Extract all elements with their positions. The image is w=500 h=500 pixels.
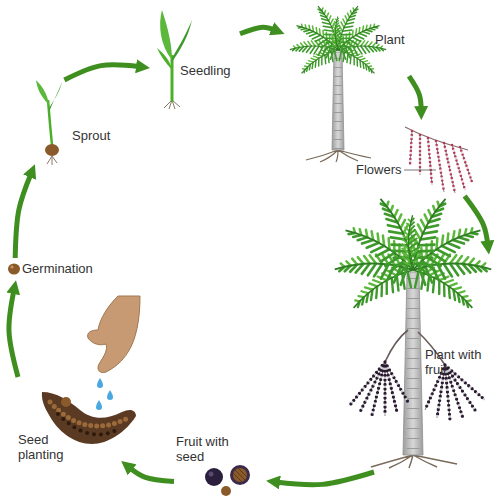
cycle-arrow [276,472,374,485]
stage-node: Seed planting [18,292,143,462]
stage-node: Sprout [30,80,116,164]
fruit-and-seed [205,465,250,496]
stage-label: Sprout [72,128,116,143]
cut-fruit [230,465,250,485]
roots [371,455,457,468]
flower-branches [410,131,472,193]
seed [45,144,59,156]
stage-node: Germination [6,258,98,280]
flower-cluster [404,127,472,193]
berry [205,468,223,486]
sprout-illustration [36,80,62,165]
stage-label: Germination [22,261,98,276]
connectors [9,27,488,485]
roots [47,156,57,165]
stage-node: Fruit with seed [174,432,266,498]
stage-label: Plant [375,32,409,47]
fruits [350,362,408,416]
stem [171,55,174,102]
leader-line [404,170,436,171]
leaf [157,48,172,70]
trunk-rings [407,278,420,455]
palm-crown [334,192,492,315]
stage-node: Flowers [352,120,480,196]
germinating-seed [8,264,20,275]
stage-node: Plant [285,6,409,162]
seed [221,486,231,496]
seed [8,264,20,275]
palm-crown [334,192,492,315]
cycle-arrow [129,467,174,481]
fruit-stalk [385,330,408,362]
palm-crown [289,2,386,78]
fruit-branches [350,362,408,416]
stage-label: Fruit with seed [176,434,240,464]
stage-label: Seed planting [18,432,73,462]
seeds [58,414,120,434]
fruiting-palm-tree [334,192,492,468]
soil [42,392,136,444]
flower-buds [410,131,472,193]
seed-highlight [10,265,13,268]
seed-stripes [233,468,247,482]
fruit-cluster [350,330,408,416]
cycle-arrow [240,27,275,34]
flower-buds [410,131,472,193]
hand [88,296,140,373]
water-drop [97,378,103,388]
cycle-arrow [465,196,488,245]
leaf [172,20,192,62]
fruits [350,362,408,416]
stage-node: Seedling [150,10,240,105]
palm-tree [289,2,386,162]
stage-label: Flowers [356,162,406,177]
trunk [332,52,344,150]
fruit-seed [233,468,247,482]
water-drop [107,390,113,400]
cycle-arrow [9,290,18,377]
stage-node: Plant with fruit [345,200,490,472]
seeds [50,402,128,426]
berry-highlight [209,472,214,477]
trunk [403,272,423,455]
leaf [49,82,62,112]
cycle-arrow [64,65,140,80]
stage-label: Seedling [180,63,240,78]
cycle-arrow [15,173,31,258]
roots [306,150,371,162]
leaf [36,80,49,104]
seed-planting-illustration [42,296,140,444]
trunk-rings [334,58,343,150]
cycle-arrow [409,76,421,110]
water-drop [96,400,102,410]
stage-label: Plant with fruit [425,347,487,377]
seedling-illustration [157,10,192,109]
palm-crown [289,2,386,78]
seed [61,397,71,407]
